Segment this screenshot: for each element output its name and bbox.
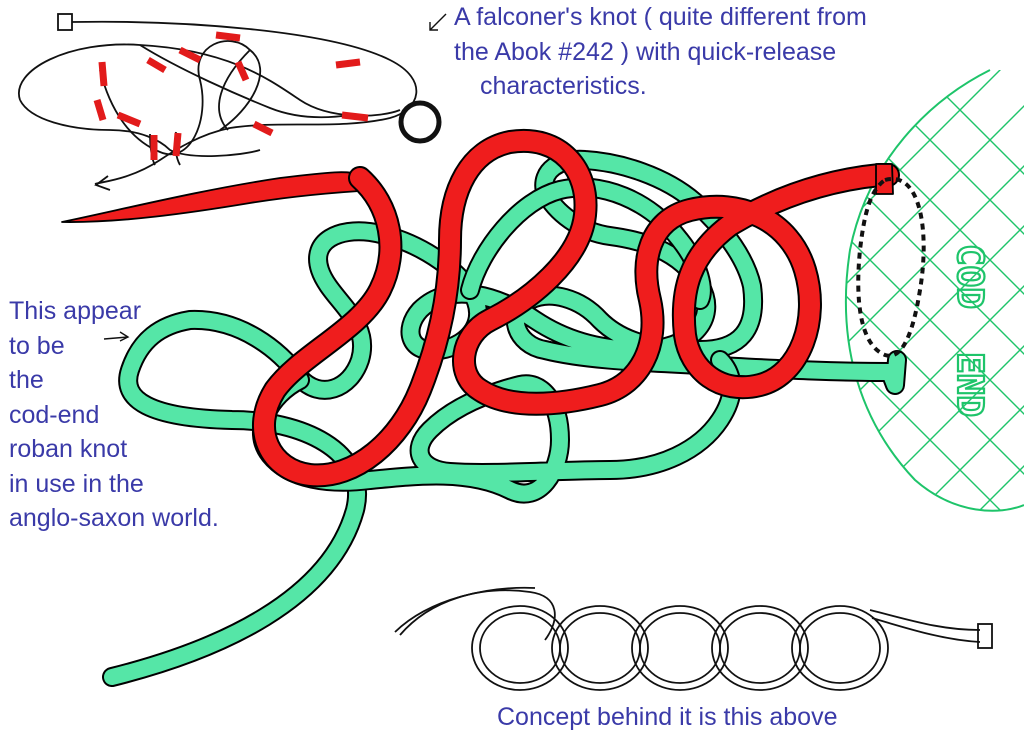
svg-text:COD: COD [949, 244, 990, 309]
cod-end-label: COD END [948, 243, 991, 418]
side-annotation-line-7: anglo-saxon world. [9, 504, 219, 532]
rope-end-square [57, 13, 73, 31]
bottom-annotation: Concept behind it is this above [497, 703, 838, 731]
dotted-loop [856, 176, 926, 358]
top-annotation-line-1: A falconer's knot ( quite different from [454, 3, 867, 31]
falconers-knot-sketch [18, 13, 442, 191]
top-annotation-line-3: characteristics. [480, 72, 647, 100]
pointer-arrow-side [103, 331, 130, 342]
red-tail-wedge [61, 171, 377, 223]
top-annotation: A falconer's knot ( quite different from… [454, 0, 867, 104]
side-annotation-line-4: cod-end [9, 400, 100, 429]
red-end-cap [875, 163, 894, 195]
falconer-red-dashes [93, 31, 369, 160]
rope-segment [254, 130, 898, 486]
rope-segment [104, 151, 905, 685]
red-rope [61, 128, 900, 488]
side-annotation-line-6: in use in the [9, 469, 144, 498]
top-annotation-line-2: the Abok #242 ) with quick-release [454, 37, 837, 66]
pointer-arrow-top [429, 13, 447, 31]
side-annotation: This appear to be the cod-end roban knot… [9, 294, 219, 536]
side-annotation-line-5: roban knot [9, 435, 128, 463]
concept-coil-sketch [394, 586, 993, 691]
side-annotation-line-2: to be [9, 331, 65, 360]
coil-loops [471, 605, 889, 691]
coil-end-cap [977, 623, 993, 649]
side-annotation-line-1: This appear [9, 297, 142, 325]
ring [398, 100, 442, 144]
side-annotation-line-3: the [9, 366, 44, 394]
svg-text:END: END [949, 352, 990, 417]
